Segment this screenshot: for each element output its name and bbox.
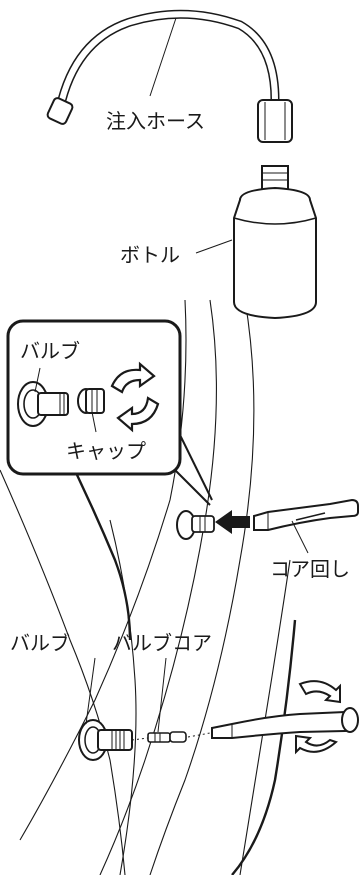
- arrow-left-icon: [215, 510, 250, 534]
- bottom-core-tool: [211, 707, 359, 739]
- bottle-label: ボトル: [120, 243, 180, 267]
- bottom-valve: [78, 719, 133, 761]
- leader-lines: [34, 17, 309, 733]
- hose-nut: [257, 99, 293, 143]
- injection-hose: [46, 9, 293, 143]
- circular-arrows-icon: [295, 680, 341, 755]
- bottle: [233, 165, 317, 320]
- hose-end-fitting: [46, 97, 74, 125]
- core-tool-label: コア回し: [270, 557, 350, 581]
- hose-label: 注入ホース: [106, 109, 205, 133]
- middle-valve: [176, 510, 215, 540]
- bottle-body: [233, 186, 317, 320]
- circular-arrows-icon: [110, 361, 160, 433]
- tire-edge-line-lower: [231, 619, 297, 875]
- bottom-valve-label: バルブ: [10, 631, 70, 655]
- valve-core-label: バルブコア: [112, 631, 212, 655]
- inset-valve: [17, 381, 69, 427]
- inset-cap-label: キャップ: [66, 439, 146, 463]
- inset-valve-label: バルブ: [20, 339, 80, 363]
- inset-callout-line-2: [179, 434, 213, 501]
- middle-core-tool: [253, 498, 359, 531]
- inset-cap: [77, 388, 105, 414]
- valve-core: [147, 731, 187, 743]
- bottle-cap-thread: [261, 165, 289, 191]
